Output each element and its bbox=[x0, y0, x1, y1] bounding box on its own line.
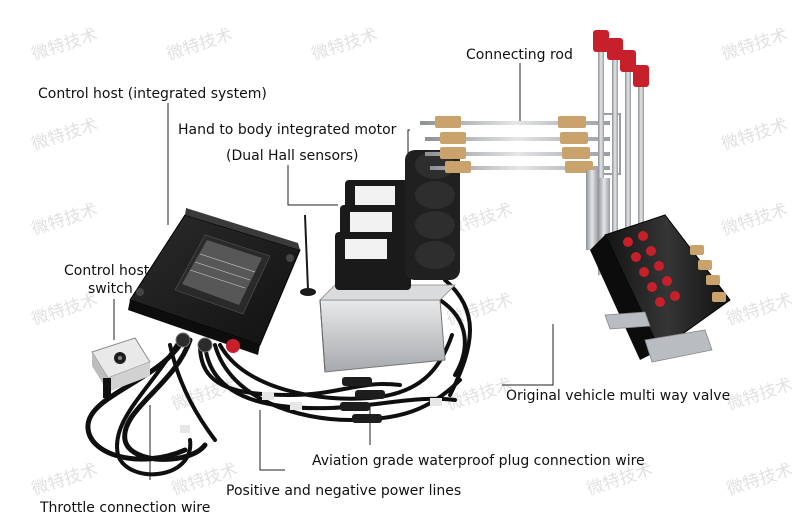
label-switch-line2: switch bbox=[88, 281, 133, 297]
cables bbox=[85, 278, 472, 477]
leader-lines bbox=[113, 63, 554, 480]
control-host bbox=[128, 208, 301, 355]
label-valve: Original vehicle multi way valve bbox=[506, 388, 731, 404]
label-switch-line1: Control host bbox=[64, 263, 150, 279]
label-power-lines: Positive and negative power lines bbox=[226, 483, 462, 499]
aviation-plugs bbox=[180, 377, 442, 433]
label-throttle-wire: Throttle connection wire bbox=[40, 500, 211, 516]
label-aviation-wire: Aviation grade waterproof plug connectio… bbox=[312, 453, 645, 469]
label-control-host: Control host (integrated system) bbox=[38, 86, 267, 102]
multi-way-valve bbox=[590, 214, 731, 363]
label-connecting-rod: Connecting rod bbox=[466, 47, 573, 63]
mount-box bbox=[319, 284, 456, 373]
control-host-switch bbox=[91, 337, 151, 398]
connecting-rods bbox=[420, 113, 621, 175]
label-motor: Hand to body integrated motor bbox=[178, 122, 397, 138]
label-hall-sensors: (Dual Hall sensors) bbox=[226, 148, 359, 164]
motors bbox=[335, 150, 460, 290]
antenna bbox=[300, 214, 316, 296]
